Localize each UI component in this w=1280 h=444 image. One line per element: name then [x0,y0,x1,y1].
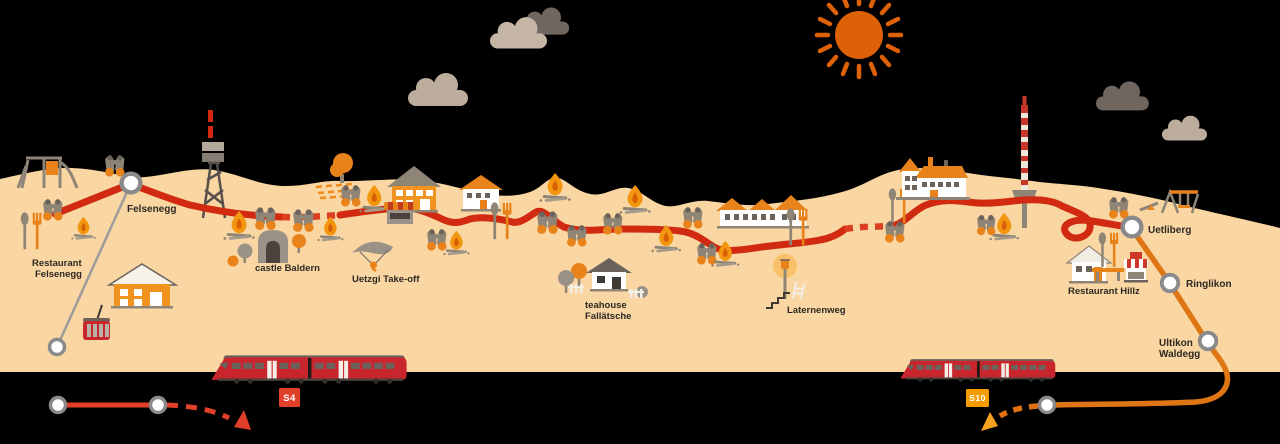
label-restaurant-felsenegg-1: Restaurant [32,258,82,269]
cable-line [55,182,133,348]
antenna-tower-icon [201,110,227,219]
label-ringlikon: Ringlikon [1186,279,1232,290]
station-node-uitikon [1197,330,1219,352]
s4-train-icon [211,355,407,384]
label-uitikon-2: Waldegg [1159,349,1200,360]
s10-badge: S10 [966,389,989,407]
station-node-uetliberg [1123,218,1142,237]
sun-icon [814,0,904,80]
label-laternenweg: Laternenweg [787,305,846,316]
tree-icon [227,234,306,267]
station-node [148,395,168,415]
s4-railway-line [58,402,251,430]
s4-badge-label: S4 [283,393,296,404]
label-teahouse-1: teahouse [585,300,627,311]
s4-badge: S4 [279,388,300,407]
stairs-icon [766,292,790,309]
house-icon [459,175,503,212]
lantern-icon [773,254,797,299]
hotel-icon [896,157,970,200]
playground-icon [1139,188,1200,214]
label-uetzgi-takeoff: Uetzgi Take-off [352,274,420,285]
cable-car-icon [83,304,110,340]
s10-railway-line [981,227,1231,431]
playground-icon [16,156,79,189]
s10-badge-label: S10 [969,393,986,403]
house-icon [716,195,809,229]
label-castle-baldern: castle Baldern [255,263,320,274]
cableway [55,182,133,348]
ladder-icon [792,281,805,300]
restaurant-felsenegg-house [106,263,179,309]
s10-train-icon [900,359,1056,382]
station-node-ringlikon [1159,272,1181,294]
label-restaurant-hillz: Restaurant Hillz [1068,286,1140,297]
station-node [1037,395,1057,415]
arrow-icon [234,410,251,430]
station-node [48,395,68,415]
fence-icon [568,284,644,298]
kiosk-icon [384,202,414,224]
station-node [47,337,67,357]
tree-icon [330,153,353,183]
castle-icon [258,230,288,263]
picnic-table-icon [1092,268,1124,281]
label-restaurant-felsenegg-2: Felsenegg [35,269,82,280]
station-node-felsenegg [122,174,141,193]
label-uitikon-1: Ultikon [1159,338,1193,349]
kiosk-icon [1124,252,1148,283]
paraglider-icon [352,241,393,272]
label-teahouse-2: Fallätsche [585,311,631,322]
label-felsenegg: Felsenegg [127,204,176,215]
label-uetliberg: Uetliberg [1148,225,1191,236]
arrow-icon [981,412,998,431]
teahouse-icon [586,258,632,292]
